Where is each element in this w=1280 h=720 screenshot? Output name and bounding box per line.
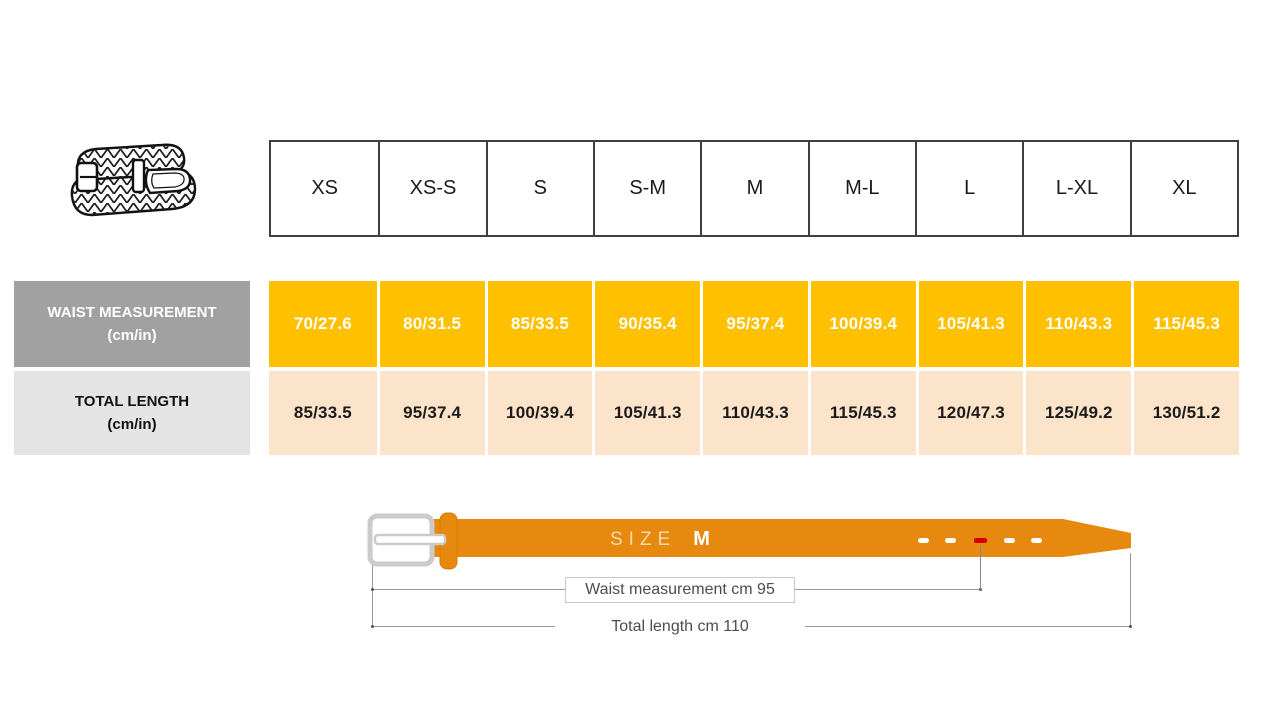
size-header-cell: S-M: [593, 142, 700, 235]
belt-hole: [1031, 538, 1042, 543]
waist-value-cell: 115/45.3: [1131, 281, 1239, 367]
total-length-label: TOTAL LENGTH (cm/in): [14, 371, 250, 455]
total-label-unit: (cm/in): [107, 416, 157, 433]
waist-value-cell: 90/35.4: [592, 281, 701, 367]
total-value-cell: 85/33.5: [269, 371, 377, 455]
waist-annotation-box: Waist measurement cm 95: [565, 577, 795, 603]
belt-prong: [373, 533, 447, 546]
waist-value-cell: 95/37.4: [700, 281, 808, 367]
size-header-cell: XS-S: [378, 142, 485, 235]
total-value-cell: 100/39.4: [484, 371, 593, 455]
waist-value-cell: 70/27.6: [269, 281, 377, 367]
total-value-cell: 130/51.2: [1131, 371, 1239, 455]
waist-value-cell: 100/39.4: [807, 281, 916, 367]
belt-hole: [945, 538, 956, 543]
total-value-cell: 95/37.4: [376, 371, 485, 455]
waist-label-text: WAIST MEASUREMENT: [47, 303, 217, 321]
total-value-cell: 125/49.2: [1023, 371, 1132, 455]
belt-diagram: [367, 512, 1131, 570]
size-header-cell: M-L: [807, 142, 915, 235]
waist-measurement-label: WAIST MEASUREMENT (cm/in): [14, 281, 250, 367]
size-header-cell: M: [700, 142, 807, 235]
total-value-cell: 105/41.3: [592, 371, 701, 455]
size-header-cell: L: [915, 142, 1022, 235]
dimension-guide-right: [1130, 553, 1131, 627]
total-value-cell: 110/43.3: [700, 371, 808, 455]
dimension-guide-hole: [980, 545, 981, 590]
waist-label-unit: (cm/in): [107, 327, 157, 344]
size-header-cell: XL: [1129, 142, 1237, 235]
size-header-cell: XS: [311, 177, 338, 199]
waist-value-cell: 85/33.5: [484, 281, 593, 367]
dimension-guide-left: [372, 564, 373, 627]
belt-hole: [918, 538, 929, 543]
total-value-cell: 115/45.3: [807, 371, 916, 455]
total-label-text: TOTAL LENGTH: [74, 392, 190, 410]
total-annotation-text: Total length cm 110: [555, 614, 805, 639]
belt-hole-selected: [974, 538, 987, 543]
size-header-cell: S: [485, 142, 593, 235]
size-value: M: [693, 528, 710, 550]
waist-value-cell: 80/31.5: [376, 281, 485, 367]
size-header-cell: L-XL: [1022, 142, 1129, 235]
belt-size-text: SIZE M: [610, 528, 710, 551]
total-value-cell: 120/47.3: [915, 371, 1024, 455]
belt-strap: [428, 519, 1131, 557]
waist-value-cell: 105/41.3: [915, 281, 1024, 367]
waist-value-cell: 110/43.3: [1023, 281, 1132, 367]
belt-hole: [1004, 538, 1015, 543]
size-word: SIZE: [610, 529, 677, 550]
braided-belt-icon: [70, 143, 197, 217]
